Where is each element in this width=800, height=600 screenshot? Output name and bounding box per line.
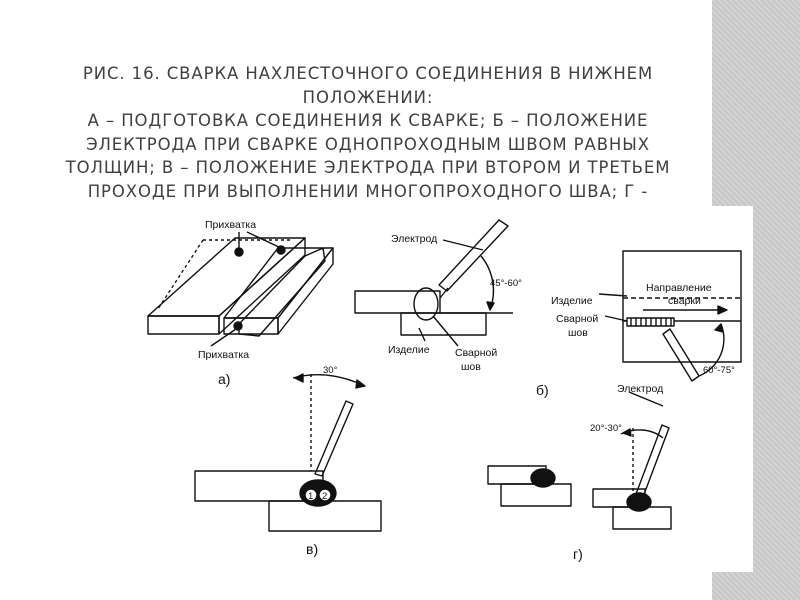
label-direction-2: сварки (668, 295, 701, 307)
pass-marker (318, 488, 332, 502)
label-weld-1: Сварной (455, 347, 497, 359)
caption-c: в) (306, 541, 318, 557)
leader-line (432, 315, 459, 347)
leader-line (210, 328, 237, 347)
electrode (314, 400, 354, 477)
leader-line (628, 391, 664, 407)
tack-weld (276, 245, 286, 255)
electrode (438, 219, 509, 292)
arrow-head (355, 379, 366, 389)
label-angle: 60°-75° (703, 365, 735, 376)
figure-drawing: Прихватка Прихватка а) Электрод 45°-60° (147, 219, 742, 562)
plate-bottom-front (147, 315, 220, 335)
label-angle: 30° (323, 365, 338, 376)
arrow-head (622, 428, 632, 437)
label-angle: 20°-30° (590, 423, 622, 434)
bottom-plate-extension (238, 247, 326, 337)
arrow-head (714, 323, 724, 333)
plate-top-side (277, 247, 334, 335)
weld-bead (626, 492, 652, 512)
weld-bead-small (530, 468, 556, 488)
pass-1-label: 1 (308, 491, 313, 502)
label-weld-2: шов (461, 361, 481, 373)
lower-plate-small (500, 483, 572, 507)
pass-2-label: 2 (322, 491, 327, 502)
label-tack-bottom: Прихватка (198, 349, 249, 361)
label-workpiece: Изделие (388, 344, 430, 356)
upper-plate (354, 290, 441, 314)
weld-pool (413, 287, 439, 321)
title-line: ТОЛЩИН; В – ПОЛОЖЕНИЕ ЭЛЕКТРОДА ПРИ ВТОР… (65, 158, 671, 177)
label-electrode: Электрод (391, 233, 437, 245)
caption-b: б) (536, 382, 549, 398)
title-line: РИС. 16. СВАРКА НАХЛЕСТОЧНОГО СОЕДИНЕНИЯ… (82, 64, 654, 83)
electrode (635, 424, 670, 498)
arrow-head (486, 301, 495, 311)
leader-line (442, 239, 484, 251)
arrow-head (294, 373, 304, 383)
title-line: ПРОХОДЕ ПРИ ВЫПОЛНЕНИИ МНОГОПРОХОДНОГО Ш… (87, 181, 649, 201)
title-line: ПОЛОЖЕНИИ: (302, 87, 434, 107)
arrow-head (717, 305, 728, 315)
label-weld-2: шов (568, 327, 588, 339)
pass-marker (304, 488, 318, 502)
label-angle: 45°-60° (490, 278, 522, 289)
angle-arc (292, 374, 366, 387)
welding-figure: Прихватка Прихватка а) Электрод 45°-60° (143, 206, 753, 572)
panel-a: Прихватка Прихватка а) (147, 219, 334, 387)
label-workpiece: Изделие (551, 295, 593, 307)
panel-d: Направление сварки Изделие Сварной шов 6… (551, 250, 742, 382)
panel-b: Электрод 45°-60° Изделие Сварной шов б) (354, 219, 549, 398)
panel-c: 1 2 30° в) (194, 365, 382, 557)
leader-line (246, 231, 282, 249)
leader-line (598, 293, 628, 297)
electrode-top-view (662, 328, 700, 382)
title-line: ЭЛЕКТРОДА ПРИ СВАРКЕ ОДНОПРОХОДНЫМ ШВОМ … (86, 134, 650, 154)
caption-d: г) (573, 546, 583, 562)
leader-line (418, 327, 426, 342)
slide-title: РИС. 16. СВАРКА НАХЛЕСТОЧНОГО СОЕДИНЕНИЯ… (28, 62, 708, 227)
leader-line (604, 315, 628, 322)
electrode-tip (439, 287, 449, 299)
label-weld-1: Сварной (556, 313, 598, 325)
panel-e: Электрод 20°-30° г) (487, 383, 672, 562)
caption-a: а) (218, 371, 230, 387)
label-electrode: Электрод (617, 383, 663, 395)
lower-plate (400, 312, 487, 336)
plate-bottom-side (218, 237, 306, 335)
title-line: А – ПОДГОТОВКА СОЕДИНЕНИЯ К СВАРКЕ; Б – … (87, 111, 649, 130)
label-direction-1: Направление (646, 282, 712, 294)
workpiece-top-view (622, 250, 742, 363)
label-tack-top: Прихватка (205, 219, 256, 231)
tack-weld (233, 321, 243, 331)
hidden-edge (157, 239, 204, 310)
